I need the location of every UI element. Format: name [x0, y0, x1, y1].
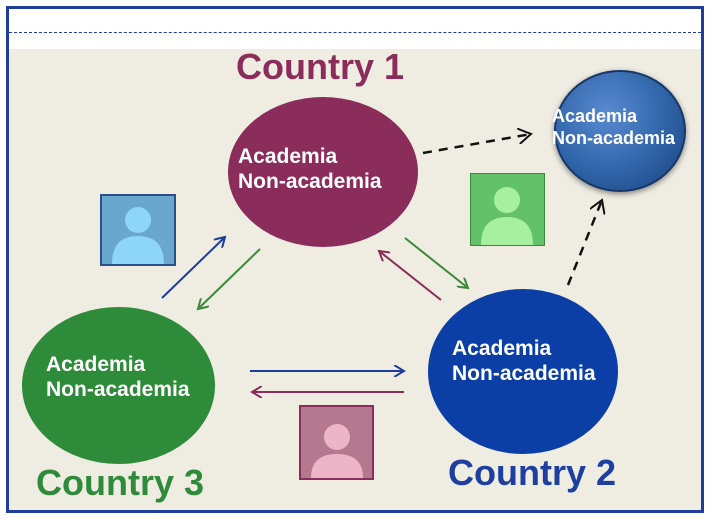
person-pink-icon-svg — [311, 424, 363, 478]
dashed-divider — [9, 32, 701, 33]
country-2-academia: Academia — [452, 337, 552, 360]
person-blue-icon — [100, 194, 176, 266]
country-3-academia: Academia — [46, 353, 146, 376]
person-green-icon — [470, 173, 545, 246]
country-2-label: Country 2 — [448, 452, 617, 493]
country-3-node-text: Academia Non-academia — [46, 352, 190, 402]
arrow-c1-to-external — [422, 134, 531, 155]
external-node — [554, 70, 686, 192]
arrow-c2-to-external — [566, 200, 602, 286]
external-non-academia: Non-academia — [552, 128, 676, 148]
country-2-node — [428, 289, 618, 454]
person-blue-icon-svg — [112, 207, 164, 264]
country-1-node — [228, 97, 418, 247]
country-3-non-academia: Non-academia — [46, 378, 190, 401]
country-1-non-academia: Non-academia — [238, 170, 382, 193]
country-2-node-text: Academia Non-academia — [452, 336, 596, 386]
country-2-non-academia: Non-academia — [452, 362, 596, 385]
country-1-academia: Academia — [238, 145, 338, 168]
external-academia: Academia — [552, 106, 638, 126]
arrow-c1-to-c2 — [404, 237, 468, 288]
arrow-c2-to-c1 — [379, 251, 442, 301]
external-node-text: Academia Non-academia — [552, 105, 702, 149]
person-pink-icon — [299, 405, 374, 480]
top-band — [9, 9, 701, 49]
country-1-label: Country 1 — [236, 46, 405, 87]
arrow-c3-to-c1 — [161, 237, 225, 299]
country-1-node-text: Academia Non-academia — [238, 144, 382, 194]
arrow-c1-to-c3 — [198, 248, 261, 309]
country-3-node — [22, 307, 215, 464]
person-green-icon-svg — [481, 187, 533, 245]
country-3-label: Country 3 — [36, 462, 205, 503]
